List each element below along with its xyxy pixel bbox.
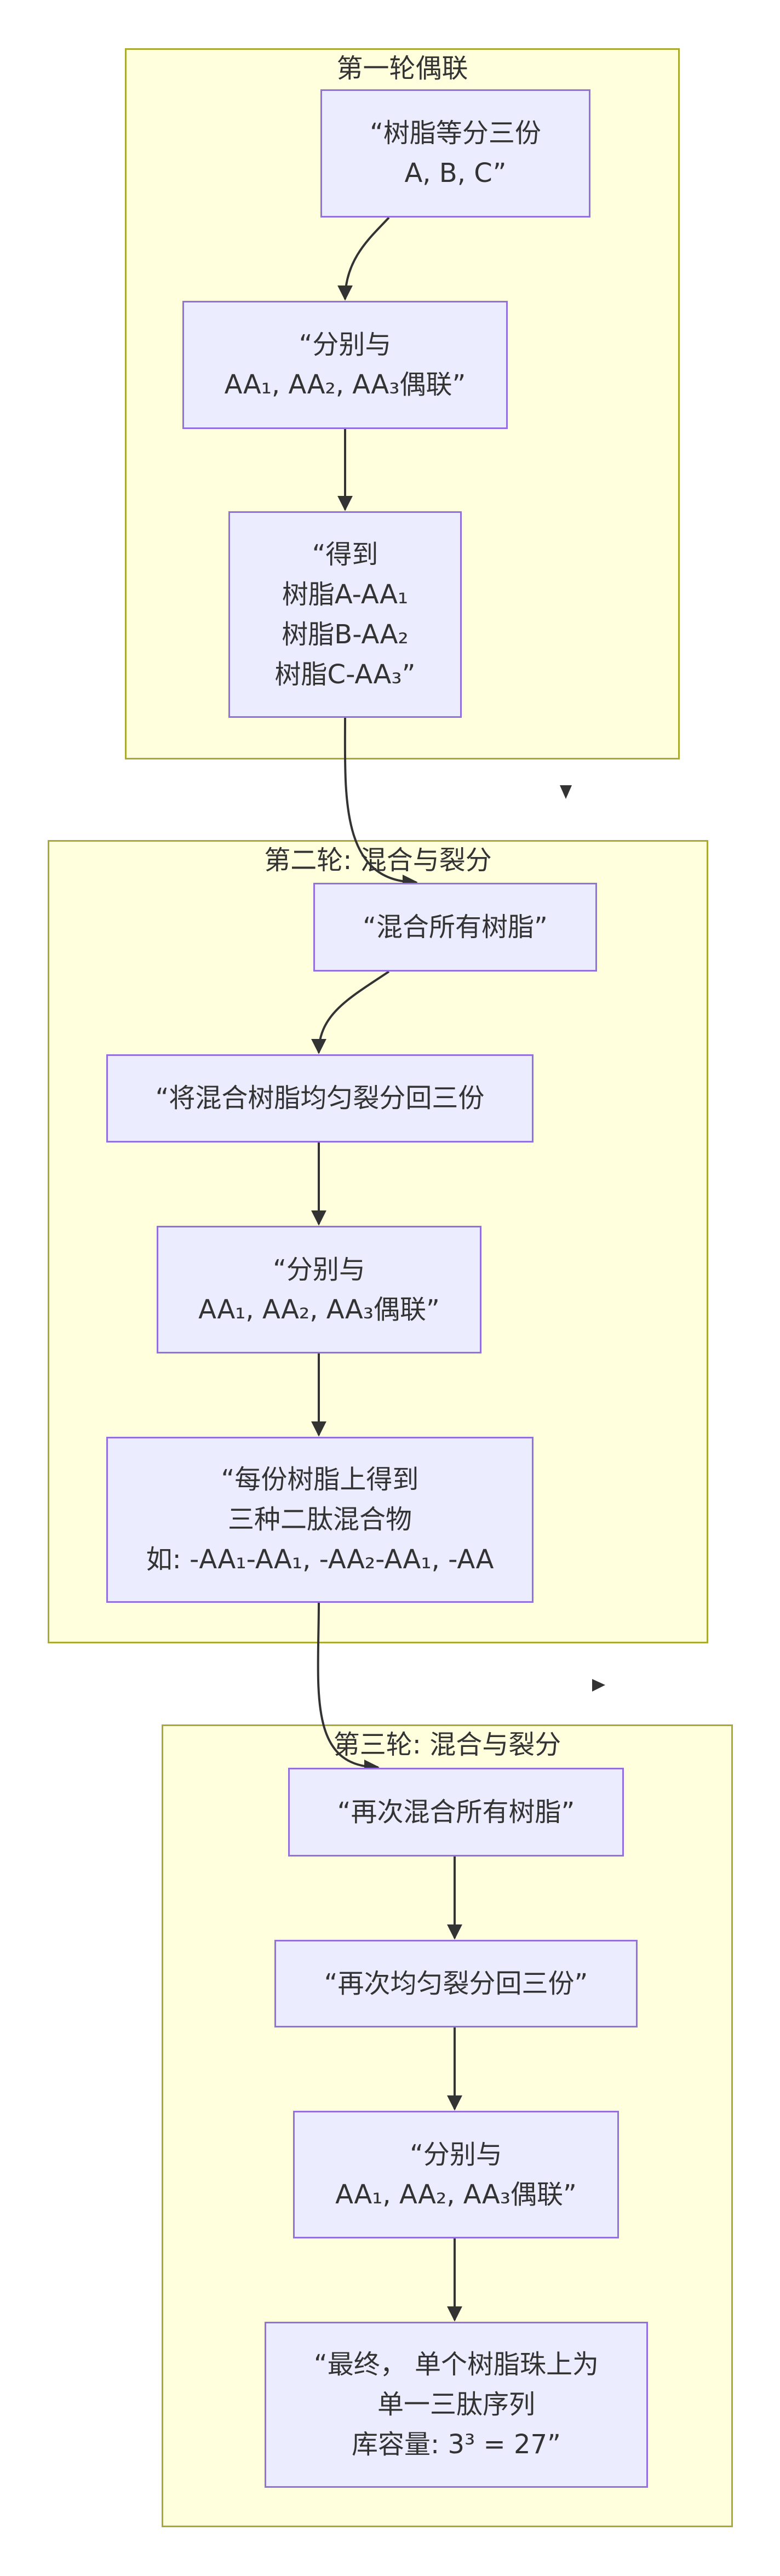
subgraph-round2-title: 第二轮: 混合与裂分 [264,845,492,876]
node-result-round2-text: “每份树脂上得到 三种二肽混合物 如: -AA₁-AA₁, -AA₂-AA₁, … [146,1464,494,1575]
node-mix-again-text: “再次混合所有树脂” [337,1796,575,1827]
node-couple-round1[interactable]: “分别与 AA₁, AA₂, AA₃偶联” [182,301,508,429]
stray-arrow-down-icon [560,785,572,799]
node-couple-round1-text: “分别与 AA₁, AA₂, AA₃偶联” [224,329,466,400]
node-split-mixed-text: “将混合树脂均匀裂分回三份 [155,1083,485,1113]
subgraph-round3-title: 第三轮: 混合与裂分 [333,1729,561,1760]
node-mix-resins-text: “混合所有树脂” [363,911,548,943]
node-split-again[interactable]: “再次均匀裂分回三份” [274,1940,638,2027]
node-result-round2[interactable]: “每份树脂上得到 三种二肽混合物 如: -AA₁-AA₁, -AA₂-AA₁, … [106,1437,534,1603]
node-final-result-text: “最终， 单个树脂珠上为 单一三肽序列 库容量: 3³ = 27” [313,2349,599,2460]
node-mix-resins[interactable]: “混合所有树脂” [313,883,597,972]
node-result-round1-text: “得到 树脂A-AA₁ 树脂B-AA₂ 树脂C-AA₃” [274,539,416,690]
node-couple-round3-text: “分别与 AA₁, AA₂, AA₃偶联” [335,2139,577,2210]
node-result-round1[interactable]: “得到 树脂A-AA₁ 树脂B-AA₂ 树脂C-AA₃” [228,511,462,718]
node-couple-round2-text: “分别与 AA₁, AA₂, AA₃偶联” [198,1254,440,1325]
node-mix-again[interactable]: “再次混合所有树脂” [288,1768,624,1857]
node-split-resin[interactable]: “树脂等分三份 A, B, C” [320,89,590,218]
node-final-result[interactable]: “最终， 单个树脂珠上为 单一三肽序列 库容量: 3³ = 27” [265,2322,648,2488]
node-split-resin-text: “树脂等分三份 A, B, C” [370,118,541,189]
node-split-mixed[interactable]: “将混合树脂均匀裂分回三份 [106,1054,534,1143]
node-couple-round3[interactable]: “分别与 AA₁, AA₂, AA₃偶联” [293,2111,619,2238]
node-split-again-text: “再次均匀裂分回三份” [324,1968,588,1999]
node-couple-round2[interactable]: “分别与 AA₁, AA₂, AA₃偶联” [157,1226,481,1353]
subgraph-round1-title: 第一轮偶联 [336,53,468,84]
stray-arrow-right-icon [592,1679,605,1692]
